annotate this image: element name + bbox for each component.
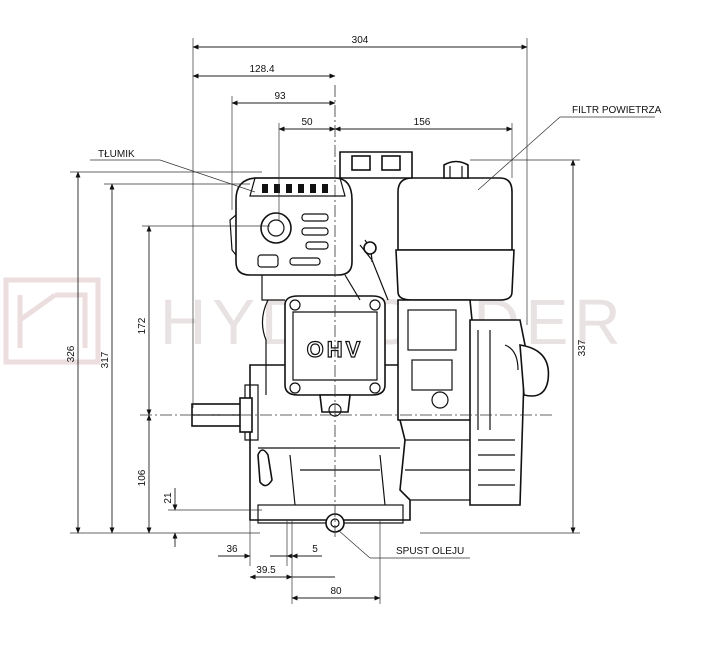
dim-172-label: 172 <box>137 317 148 334</box>
recoil-starter <box>469 319 550 506</box>
ohv-label: OHV <box>307 337 364 362</box>
watermark-text: HYDROUDER <box>160 286 626 358</box>
dim-5: 5 <box>270 520 322 604</box>
watermark: HYDROUDER <box>3 277 626 365</box>
dim-337-label: 337 <box>577 339 588 356</box>
dim-50-label: 50 <box>301 117 313 128</box>
tlumik-label: TŁUMIK <box>98 149 135 160</box>
dim-80: 80 <box>291 520 381 604</box>
dim-326: 326 <box>66 171 262 534</box>
muffler <box>229 177 353 276</box>
starter-handle-icon <box>519 344 550 397</box>
dim-156-label: 156 <box>414 117 431 128</box>
spust-label: SPUST OLEJU <box>396 546 464 557</box>
dim-317-label: 317 <box>100 351 111 368</box>
dim-21-label: 21 <box>163 492 174 504</box>
dim-93-label: 93 <box>274 91 286 102</box>
dim-39-label: 39.5 <box>256 565 276 576</box>
fuel-cap <box>339 151 413 179</box>
dim-128: 128.4 <box>192 64 336 79</box>
dim-50: 50 <box>278 117 336 220</box>
dim-106: 106 <box>137 414 152 534</box>
dim-106-label: 106 <box>137 469 148 486</box>
dim-326-label: 326 <box>66 345 77 362</box>
air-filter <box>395 160 515 301</box>
dim-128-label: 128.4 <box>249 64 274 75</box>
dim-304-label: 304 <box>352 35 369 46</box>
watermark-logo-icon <box>3 277 101 365</box>
dim-21: 21 <box>163 488 262 547</box>
dim-317: 317 <box>100 183 250 534</box>
dim-156: 156 <box>334 117 513 178</box>
dim-39: 39.5 <box>249 565 335 580</box>
callout-filtr: FILTR POWIETRZA <box>477 105 662 191</box>
dim-80-label: 80 <box>330 586 342 597</box>
filtr-label: FILTR POWIETRZA <box>572 105 662 116</box>
dim-93: 93 <box>231 91 336 210</box>
dim-172: 172 <box>137 225 270 416</box>
dim-304: 304 <box>192 35 528 408</box>
valve-cover: OHV <box>284 295 386 417</box>
dim-5-label: 5 <box>312 544 318 555</box>
dim-337: 337 <box>420 159 588 534</box>
callout-spust: SPUST OLEJU <box>337 529 470 559</box>
callout-tlumik: TŁUMIK <box>90 149 256 193</box>
dim-36-label: 36 <box>226 544 238 555</box>
